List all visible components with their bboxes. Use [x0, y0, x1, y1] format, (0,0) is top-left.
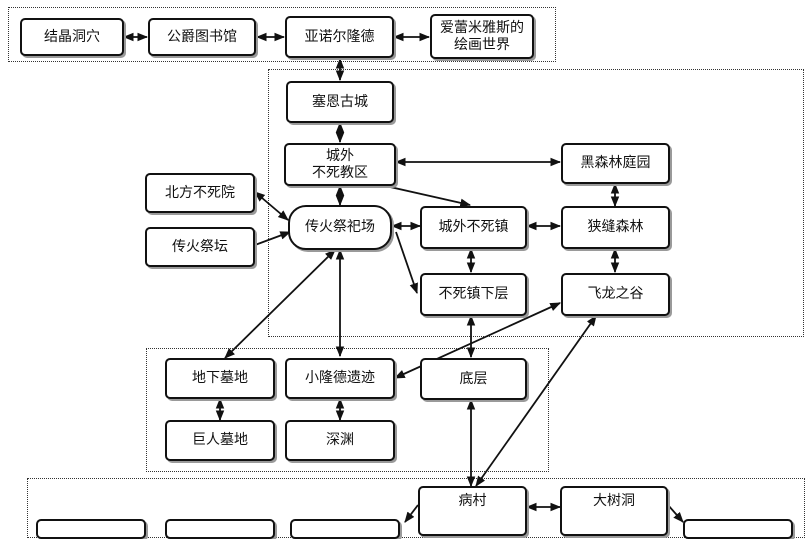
node-sens-fortress: 塞恩古城 — [286, 81, 394, 123]
node-darkroot-basin: 狭缝森林 — [561, 206, 670, 249]
node-anor-londo: 亚诺尔隆德 — [285, 16, 394, 58]
node-blighttown: 病村 — [418, 486, 527, 536]
node-bottom-4 — [683, 519, 793, 539]
diagram-canvas: 结晶洞穴 公爵图书馆 亚诺尔隆德 爱蕾米雅斯的 绘画世界 塞恩古城 城外 不死教… — [8, 7, 805, 539]
edge-shrine-lower-burg — [395, 231, 418, 295]
edge-undead-parish-undead-burg — [376, 183, 472, 208]
node-crystal-cave: 结晶洞穴 — [20, 18, 124, 56]
edge-altar-shrine — [254, 231, 292, 246]
node-tomb-of-giants: 巨人墓地 — [165, 420, 275, 461]
edge-drakes-blighttown — [475, 315, 597, 487]
node-northern-asylum: 北方不死院 — [145, 173, 255, 213]
node-lower-undead-burg: 不死镇下层 — [420, 273, 527, 316]
node-new-londo-ruins: 小隆德遗迹 — [285, 358, 395, 399]
region-anor-londo-area — [8, 7, 556, 62]
node-painted-world: 爱蕾米雅斯的 绘画世界 — [430, 14, 534, 59]
node-catacombs: 地下墓地 — [165, 358, 275, 399]
edge-blighttown-left — [404, 504, 419, 523]
node-bottom-1 — [36, 519, 146, 539]
node-firelink-altar: 传火祭坛 — [145, 227, 255, 267]
node-undead-parish: 城外 不死教区 — [284, 143, 396, 186]
edge-great-hollow-right — [667, 504, 684, 523]
node-firelink-shrine: 传火祭祀场 — [288, 205, 392, 250]
edge-shrine-catacombs — [224, 249, 336, 359]
node-depths: 底层 — [420, 358, 527, 400]
node-bottom-3 — [290, 519, 400, 539]
node-valley-of-drakes: 飞龙之谷 — [561, 273, 670, 316]
connection-lines — [122, 32, 684, 523]
node-undead-burg: 城外不死镇 — [420, 206, 527, 249]
edge-asylum-shrine — [254, 191, 289, 221]
node-bottom-2 — [165, 519, 275, 539]
node-duke-archives: 公爵图书馆 — [148, 18, 256, 56]
node-darkroot-garden: 黑森林庭园 — [561, 143, 670, 184]
node-great-hollow: 大树洞 — [560, 486, 668, 536]
node-the-abyss: 深渊 — [285, 420, 395, 461]
